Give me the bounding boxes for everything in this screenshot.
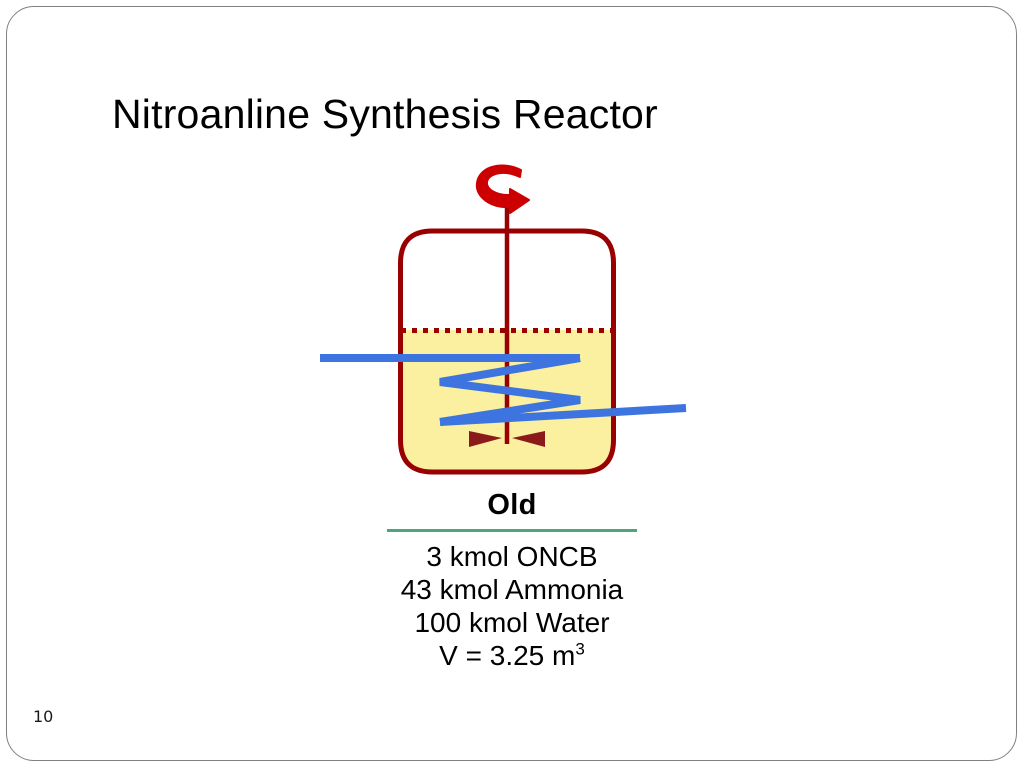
rotation-arrow-icon [475,164,530,214]
reactor-diagram [280,150,720,495]
caption-line-volume: V = 3.25 m3 [0,639,1024,672]
volume-label: V = 3.25 m [439,640,576,671]
coil-zigzag [439,354,581,426]
reactor-vessel [398,228,616,475]
coil-outlet-line [439,404,687,426]
heat-exchange-coil [320,354,687,426]
page-number: 10 [33,707,54,726]
page-title: Nitroanline Synthesis Reactor [112,91,658,137]
impeller-blade [469,431,545,447]
caption-heading: Old [487,489,537,521]
caption-block: Old 3 kmol ONCB 43 kmol Ammonia 100 kmol… [0,488,1024,672]
caption-line-ammonia: 43 kmol Ammonia [400,574,624,605]
volume-exponent: 3 [575,639,585,659]
caption-underline-rule [387,529,637,532]
caption-line-oncb: 3 kmol ONCB [426,541,598,572]
caption-line-water: 100 kmol Water [414,607,610,638]
